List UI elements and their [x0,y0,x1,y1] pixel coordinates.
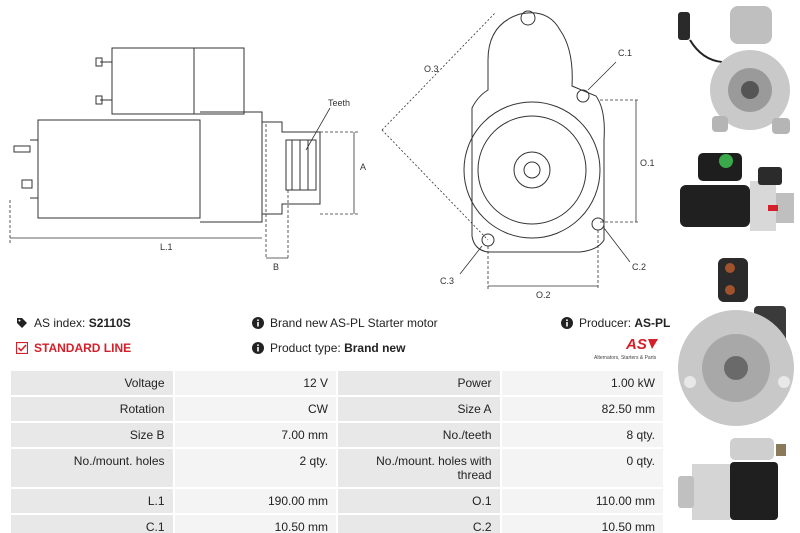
pinion-gear [285,139,317,191]
spec-label: Size A [338,397,500,421]
mounting-flange-outline [471,12,605,253]
spec-label: C.1 [11,515,173,533]
spec-label: Rotation [11,397,173,421]
product-info: AS index: S2110S STANDARD LINE Brand new… [14,314,670,364]
spec-value: 2 qty. [174,449,336,487]
as-index-row: AS index: S2110S [16,316,131,330]
spec-value: 12 V [174,371,336,395]
producer-label: Producer: [579,316,632,330]
as-logo: AS Alternators, Starters & Parts [586,335,664,363]
logo-text: AS [625,336,647,353]
as-index-label: AS index: [34,316,86,330]
photo-side-view[interactable] [672,145,800,250]
table-row: Voltage 12 V Power 1.00 kW [11,371,663,395]
product-type-label: Product type: [270,341,341,355]
spec-label: No./mount. holes [11,449,173,487]
description-row: Brand new AS-PL Starter motor [252,316,438,330]
spec-value: 82.50 mm [501,397,663,421]
table-row: L.1 190.00 mm O.1 110.00 mm [11,489,663,513]
starter-drawing-svg: Teeth A L.1 B O.3 [9,10,655,300]
spec-label: Size B [11,423,173,447]
spec-label: Voltage [11,371,173,395]
dim-o2-label: O.2 [536,290,551,300]
spec-value: 190.00 mm [174,489,336,513]
table-row: Size B 7.00 mm No./teeth 8 qty. [11,423,663,447]
dim-c1-label: C.1 [618,48,632,58]
dim-b-label: B [273,262,279,272]
spec-label: Power [338,371,500,395]
solenoid-outline [111,47,195,115]
front-housing-circle [463,101,601,239]
spec-label: No./teeth [338,423,500,447]
checkbox-checked-icon [16,342,28,354]
photo-front-view[interactable] [672,0,800,145]
spec-value: 8 qty. [501,423,663,447]
info-icon [252,317,264,329]
product-photos [672,0,800,533]
description-text: Brand new AS-PL Starter motor [270,316,438,330]
spec-label: No./mount. holes with thread [338,449,500,487]
spec-label: C.2 [338,515,500,533]
teeth-label: Teeth [328,98,350,108]
specs-table: Voltage 12 V Power 1.00 kW Rotation CW S… [9,369,665,533]
spec-value: 0 qty. [501,449,663,487]
spec-value: 1.00 kW [501,371,663,395]
spec-label: O.1 [338,489,500,513]
technical-drawing: Teeth A L.1 B O.3 [0,0,672,305]
photo-rear-view[interactable] [672,250,800,430]
product-type-row: Product type: Brand new [252,341,405,355]
photo-top-view[interactable] [672,430,800,533]
info-icon [561,317,573,329]
dim-a-label: A [360,162,366,172]
producer-value: AS-PL [634,316,671,330]
dim-c3-label: C.3 [440,276,454,286]
dim-c2-label: C.2 [632,262,646,272]
mount-hole-c1 [576,89,590,103]
spec-label: L.1 [11,489,173,513]
table-row: C.1 10.50 mm C.2 10.50 mm [11,515,663,533]
table-row: No./mount. holes 2 qty. No./mount. holes… [11,449,663,487]
spec-value: CW [174,397,336,421]
tags-icon [17,318,27,328]
producer-row: Producer: AS-PL [561,316,670,330]
spec-value: 110.00 mm [501,489,663,513]
dim-o1-label: O.1 [640,158,655,168]
info-icon [252,342,264,354]
spec-value: 10.50 mm [174,515,336,533]
mount-hole-c2 [591,217,605,231]
logo-tagline: Alternators, Starters & Parts [594,355,657,361]
product-type-value: Brand new [344,341,406,355]
motor-body-outline [37,119,201,219]
spec-value: 7.00 mm [174,423,336,447]
dim-l1-label: L.1 [160,242,173,252]
standard-line-row: STANDARD LINE [16,341,131,355]
table-row: Rotation CW Size A 82.50 mm [11,397,663,421]
standard-line-label: STANDARD LINE [34,341,132,355]
as-index-value: S2110S [88,316,131,330]
dim-o3-label: O.3 [424,64,439,74]
spec-value: 10.50 mm [501,515,663,533]
